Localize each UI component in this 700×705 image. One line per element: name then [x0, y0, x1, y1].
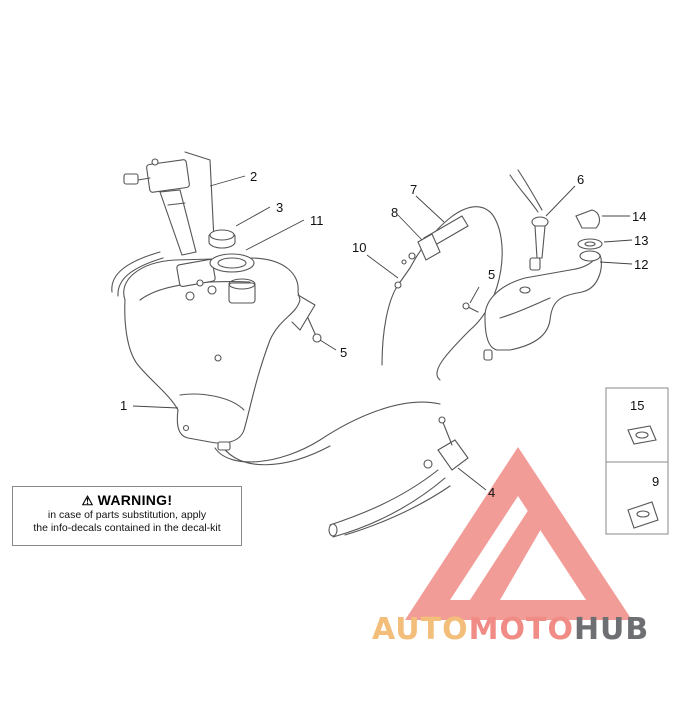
callouts: 1 2 3 11 5 4 5 6 7 8 10 12 13 14 15 9	[120, 169, 659, 500]
inset-clips	[605, 387, 669, 535]
logo-part-moto: MOTO	[468, 612, 574, 647]
connector-7-8	[401, 215, 469, 265]
logo-part-auto: AUTO	[372, 612, 469, 647]
warning-icon: ⚠	[81, 493, 94, 508]
callout-13: 13	[634, 233, 648, 248]
screw-right	[462, 302, 479, 313]
warning-notice: ⚠WARNING! in case of parts substitution,…	[12, 486, 242, 546]
leader-lines	[132, 175, 633, 491]
breather-hose	[111, 251, 164, 297]
callout-5-left: 5	[340, 345, 347, 360]
callout-10: 10	[352, 240, 366, 255]
callout-11: 11	[310, 213, 324, 228]
callout-9: 9	[652, 474, 659, 489]
callout-2: 2	[250, 169, 257, 184]
logo-part-hub: HUB	[573, 612, 650, 647]
callout-14: 14	[632, 209, 646, 224]
callout-5-right: 5	[488, 267, 495, 282]
callout-8: 8	[391, 205, 398, 220]
oil-cap	[575, 209, 603, 250]
fuel-level-sender	[123, 151, 215, 256]
callout-4: 4	[488, 485, 495, 500]
callout-1: 1	[120, 398, 127, 413]
warning-line-2: the info-decals contained in the decal-k…	[33, 522, 221, 534]
oil-level-sensor	[509, 169, 549, 271]
fuel-cap	[208, 229, 236, 249]
watermark-triangle	[405, 447, 632, 620]
fuel-tank	[123, 253, 316, 444]
cable-10	[381, 206, 503, 381]
watermark-logo: AUTOMOTOHUB	[372, 612, 700, 656]
callout-15: 15	[630, 398, 644, 413]
fuel-line	[214, 401, 441, 463]
callout-6: 6	[577, 172, 584, 187]
fuel-tap	[328, 416, 469, 538]
warning-line-1: in case of parts substitution, apply	[47, 509, 207, 521]
oil-tank	[483, 250, 602, 361]
warning-title: WARNING!	[97, 492, 173, 508]
screw-left	[307, 317, 322, 343]
callout-7: 7	[410, 182, 417, 197]
callout-3: 3	[276, 200, 283, 215]
callout-12: 12	[634, 257, 648, 272]
